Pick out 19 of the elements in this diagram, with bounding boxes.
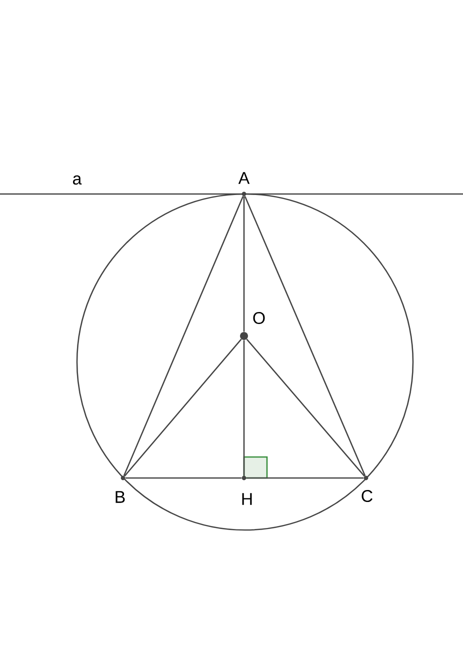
point: H xyxy=(242,476,252,505)
node-label: O xyxy=(253,312,265,324)
line-segment xyxy=(246,338,365,477)
line-segment xyxy=(124,338,242,477)
line-segment xyxy=(243,196,245,332)
node-label: H xyxy=(242,493,252,505)
point: C xyxy=(362,476,372,502)
line-label: a xyxy=(73,175,82,185)
line-segment xyxy=(243,340,245,476)
line-segment xyxy=(246,477,364,479)
point: A xyxy=(238,172,250,196)
point: B xyxy=(116,476,126,503)
node-label: B xyxy=(116,491,125,503)
line-segment xyxy=(244,196,366,476)
line-segment xyxy=(123,196,244,476)
line-segment xyxy=(125,477,242,479)
node-label: A xyxy=(238,172,250,184)
node-label: C xyxy=(362,490,372,502)
point: O xyxy=(240,312,265,340)
